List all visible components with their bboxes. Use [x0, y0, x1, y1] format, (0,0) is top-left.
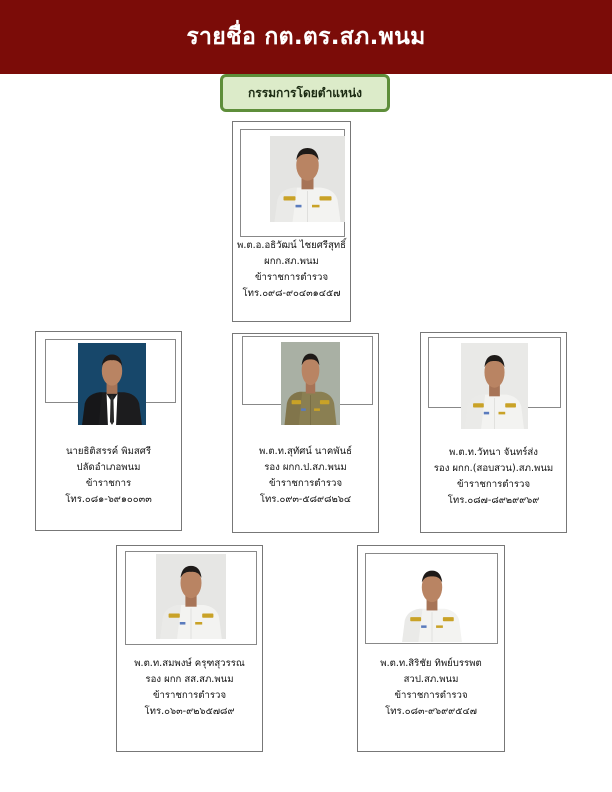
member-info: นายธิติสรรค์ พิมสศรี ปลัดอำเภอพนม ข้าราช…: [36, 444, 181, 508]
portrait-illustration: [398, 559, 466, 642]
section-badge: กรรมการโดยตำแหน่ง: [220, 74, 390, 112]
member-position: รอง ผกก สส.สภ.พนม: [145, 674, 234, 685]
portrait-illustration: [281, 342, 340, 425]
member-name: พ.ต.ท.วัทนา จันทร์ส่ง: [449, 447, 538, 458]
member-position: รอง ผกก.(สอบสวน).สภ.พนม: [433, 463, 554, 474]
member-role: ข้าราชการตำรวจ: [456, 479, 531, 490]
portrait-illustration: [156, 554, 226, 639]
member-role: ข้าราชการตำรวจ: [152, 690, 227, 701]
member-photo: [156, 554, 226, 639]
member-name: พ.ต.ท.สุทัศน์ นาคพันธ์: [258, 446, 352, 457]
member-phone: โทร.๐๘๑-๖๙๑๐๐๓๓: [65, 494, 152, 505]
member-position: ปลัดอำเภอพนม: [76, 462, 141, 473]
member-card-3: พ.ต.ท.สุทัศน์ นาคพันธ์ รอง ผกก.ป.สภ.พนม …: [232, 333, 379, 533]
member-name: พ.ต.อ.อธิวัฒน์ ไชยศรีสุทธิ์: [237, 240, 346, 251]
member-card-2: นายธิติสรรค์ พิมสศรี ปลัดอำเภอพนม ข้าราช…: [35, 331, 182, 531]
member-role: ข้าราชการตำรวจ: [268, 478, 343, 489]
member-info: พ.ต.ท.สมพงษ์ ครุฑสุวรรณ รอง ผกก สส.สภ.พน…: [117, 656, 262, 720]
member-phone: โทร.๐๘๗-๘๙๒๙๙๖๙: [447, 495, 540, 506]
member-photo: [270, 136, 345, 222]
portrait-illustration: [78, 343, 146, 425]
member-info: พ.ต.ท.สิริชัย ทิพย์บรรพต สวป.สภ.พนม ข้าร…: [358, 656, 504, 720]
member-phone: โทร.๐๘๓-๙๖๙๙๕๔๗: [385, 706, 477, 717]
page-header: รายชื่อ กต.ตร.สภ.พนม: [0, 0, 612, 74]
member-info: พ.ต.ท.สุทัศน์ นาคพันธ์ รอง ผกก.ป.สภ.พนม …: [233, 444, 378, 508]
member-card-6: พ.ต.ท.สิริชัย ทิพย์บรรพต สวป.สภ.พนม ข้าร…: [357, 545, 505, 752]
member-phone: โทร.๐๙๓-๕๘๙๘๒๖๔: [259, 494, 352, 505]
member-card-4: พ.ต.ท.วัทนา จันทร์ส่ง รอง ผกก.(สอบสวน).ส…: [420, 332, 567, 533]
member-name: พ.ต.ท.สมพงษ์ ครุฑสุวรรณ: [134, 658, 245, 669]
member-info: พ.ต.ท.วัทนา จันทร์ส่ง รอง ผกก.(สอบสวน).ส…: [421, 445, 566, 509]
member-photo: [78, 343, 146, 425]
member-role: ข้าราชการตำรวจ: [254, 272, 329, 283]
member-position: สวป.สภ.พนม: [403, 674, 459, 685]
member-name: นายธิติสรรค์ พิมสศรี: [65, 446, 152, 457]
member-phone: โทร.๐๙๘-๙๐๔๓๑๔๕๗: [242, 288, 341, 299]
member-photo: [461, 343, 528, 429]
member-position: ผกก.สภ.พนม: [264, 256, 319, 267]
member-role: ข้าราชการ: [85, 478, 132, 489]
portrait-illustration: [270, 136, 345, 222]
member-card-5: พ.ต.ท.สมพงษ์ ครุฑสุวรรณ รอง ผกก สส.สภ.พน…: [116, 545, 263, 752]
page-title: รายชื่อ กต.ตร.สภ.พนม: [186, 24, 426, 50]
member-position: รอง ผกก.ป.สภ.พนม: [264, 462, 347, 473]
member-phone: โทร.๐๖๓-๙๒๖๕๗๘๙: [144, 706, 235, 717]
member-role: ข้าราชการตำรวจ: [394, 690, 468, 701]
member-info: พ.ต.อ.อธิวัฒน์ ไชยศรีสุทธิ์ ผกก.สภ.พนม ข…: [233, 238, 350, 302]
member-photo: [281, 342, 340, 425]
portrait-illustration: [461, 343, 528, 429]
member-photo: [398, 559, 466, 642]
member-card-1: พ.ต.อ.อธิวัฒน์ ไชยศรีสุทธิ์ ผกก.สภ.พนม ข…: [232, 121, 351, 322]
member-name: พ.ต.ท.สิริชัย ทิพย์บรรพต: [380, 658, 482, 669]
